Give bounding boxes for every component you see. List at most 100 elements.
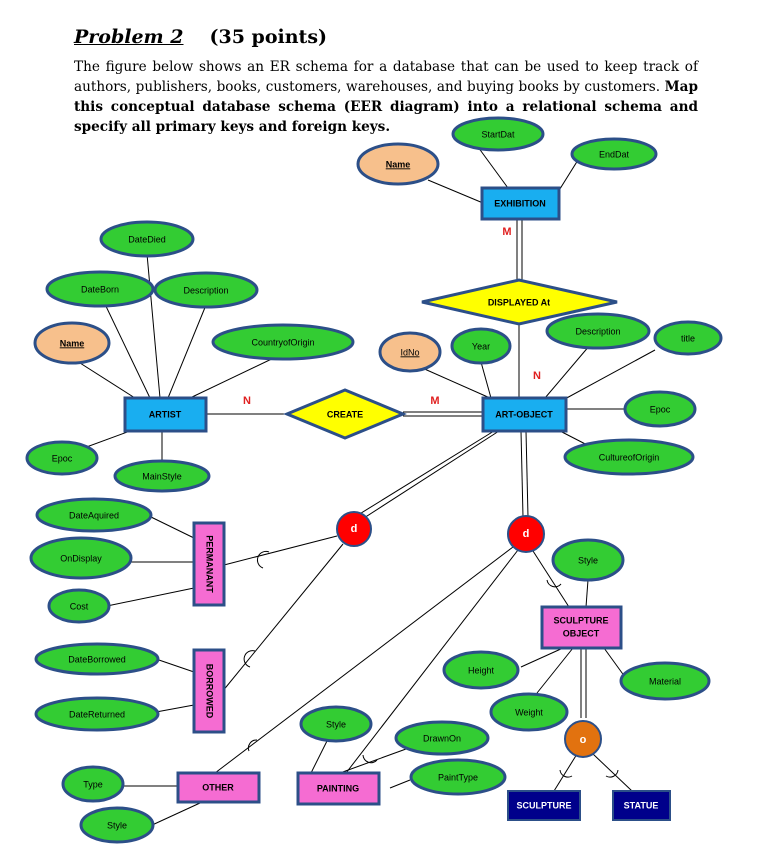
- attr-id-no: [378, 331, 442, 373]
- disjoint-circle-1: [336, 511, 372, 547]
- statement-text: The figure below shows an ER schema for …: [74, 59, 698, 95]
- label-drawn-on: DrawnOn: [423, 733, 461, 743]
- problem-title: Problem 2: [74, 26, 184, 48]
- attr-other-type: [61, 765, 125, 803]
- card-exhibition-displayed: M: [502, 226, 511, 238]
- attr-other-style: [79, 806, 155, 844]
- entity-borrowed: [192, 648, 226, 734]
- attr-title: [653, 320, 723, 356]
- label-exhibition-name: Name: [386, 159, 411, 169]
- label-sculpture-object-2: OBJECT: [563, 628, 600, 638]
- attr-object-epoc: [623, 390, 697, 428]
- label-date-aquired: DateAquired: [69, 510, 119, 520]
- label-on-display: OnDisplay: [60, 553, 102, 563]
- label-country-of-origin: CountryofOrigin: [251, 337, 314, 347]
- label-painting-style: Style: [326, 719, 346, 729]
- label-cost: Cost: [70, 601, 89, 611]
- entity-statue: [612, 790, 671, 821]
- disjoint-circle-2: [507, 515, 545, 553]
- label-permanent: PERMANANT: [205, 535, 215, 593]
- label-artist-name: Name: [60, 338, 85, 348]
- label-painting: PAINTING: [317, 783, 359, 793]
- attr-year: [450, 327, 512, 365]
- label-disjoint-2: d: [523, 528, 530, 540]
- attr-culture-of-origin: [563, 438, 695, 476]
- attr-country-of-origin: [211, 323, 355, 361]
- problem-statement: The figure below shows an ER schema for …: [74, 57, 698, 137]
- label-paint-type: PaintType: [438, 772, 478, 782]
- attr-start-dat: [451, 116, 545, 152]
- label-id-no: IdNo: [400, 347, 419, 357]
- card-artist-create: N: [243, 395, 251, 407]
- attr-drawn-on: [394, 720, 490, 756]
- attribute-labels: Name StartDat EndDat DateDied DateBorn D…: [52, 129, 695, 830]
- label-artist: ARTIST: [149, 409, 182, 419]
- label-statue: STATUE: [624, 800, 659, 810]
- label-main-style: MainStyle: [142, 471, 182, 481]
- attributes: [25, 116, 723, 844]
- card-art-object-displayed: N: [533, 370, 541, 382]
- entity-permanent: [192, 521, 226, 607]
- entity-painting: [296, 771, 381, 806]
- label-artist-epoc: Epoc: [52, 453, 73, 463]
- cardinality-labels: M N N M: [243, 226, 541, 407]
- statement-instruction: Map this conceptual database schema (EER…: [74, 79, 698, 135]
- attr-object-description: [545, 312, 651, 350]
- label-create: CREATE: [327, 409, 363, 419]
- entity-art-object: [481, 396, 568, 433]
- entities: [123, 186, 623, 806]
- attr-date-died: [99, 220, 195, 258]
- label-borrowed: BORROWED: [205, 664, 215, 719]
- attr-artist-epoc: [25, 440, 99, 476]
- label-art-object: ART-OBJECT: [495, 409, 553, 419]
- entity-other: [176, 771, 261, 804]
- label-object-epoc: Epoc: [650, 404, 671, 414]
- label-material: Material: [649, 676, 681, 686]
- label-sculpture: SCULPTURE: [516, 800, 571, 810]
- label-object-description: Description: [575, 326, 620, 336]
- label-year: Year: [472, 341, 490, 351]
- problem-points: (35 points): [209, 26, 328, 48]
- attr-artist-name: [33, 321, 111, 365]
- label-date-returned: DateReturned: [69, 709, 125, 719]
- attr-date-returned: [34, 696, 160, 732]
- label-disjoint-1: d: [351, 523, 358, 535]
- attr-cost: [47, 588, 111, 624]
- specialization-labels: d d o: [351, 523, 587, 746]
- relationship-labels: DISPLAYED At CREATE: [327, 297, 550, 419]
- label-culture-of-origin: CultureofOrigin: [599, 452, 660, 462]
- label-overlap: o: [580, 734, 587, 746]
- label-date-born: DateBorn: [81, 284, 119, 294]
- entity-sculpture: [507, 790, 581, 821]
- label-end-dat: EndDat: [599, 149, 630, 159]
- attr-painting-style: [299, 705, 373, 743]
- subset-symbols: [243, 550, 619, 778]
- label-date-borrowed: DateBorrowed: [68, 654, 126, 664]
- label-other-style: Style: [107, 820, 127, 830]
- attr-main-style: [113, 459, 211, 493]
- entity-exhibition: [480, 186, 561, 221]
- attr-height: [442, 650, 520, 690]
- label-other: OTHER: [202, 782, 234, 792]
- label-displayed-at: DISPLAYED At: [488, 297, 550, 307]
- label-artist-description: Description: [183, 285, 228, 295]
- attr-date-borrowed: [34, 642, 160, 676]
- entity-sculpture-object: [540, 605, 623, 650]
- label-start-dat: StartDat: [481, 129, 515, 139]
- label-height: Height: [468, 665, 495, 675]
- rel-displayed-at: [421, 278, 618, 326]
- label-exhibition: EXHIBITION: [494, 198, 546, 208]
- attr-artist-description: [153, 271, 259, 309]
- attr-date-born: [45, 270, 155, 308]
- relationships: [283, 278, 618, 440]
- attr-date-aquired: [35, 497, 153, 533]
- attr-exhibition-name: [356, 142, 440, 186]
- attr-material: [619, 661, 711, 701]
- rel-create: [283, 388, 407, 440]
- attr-paint-type: [409, 758, 507, 796]
- attr-weight: [489, 692, 569, 732]
- card-art-object-create: M: [430, 395, 439, 407]
- attr-end-dat: [570, 137, 658, 171]
